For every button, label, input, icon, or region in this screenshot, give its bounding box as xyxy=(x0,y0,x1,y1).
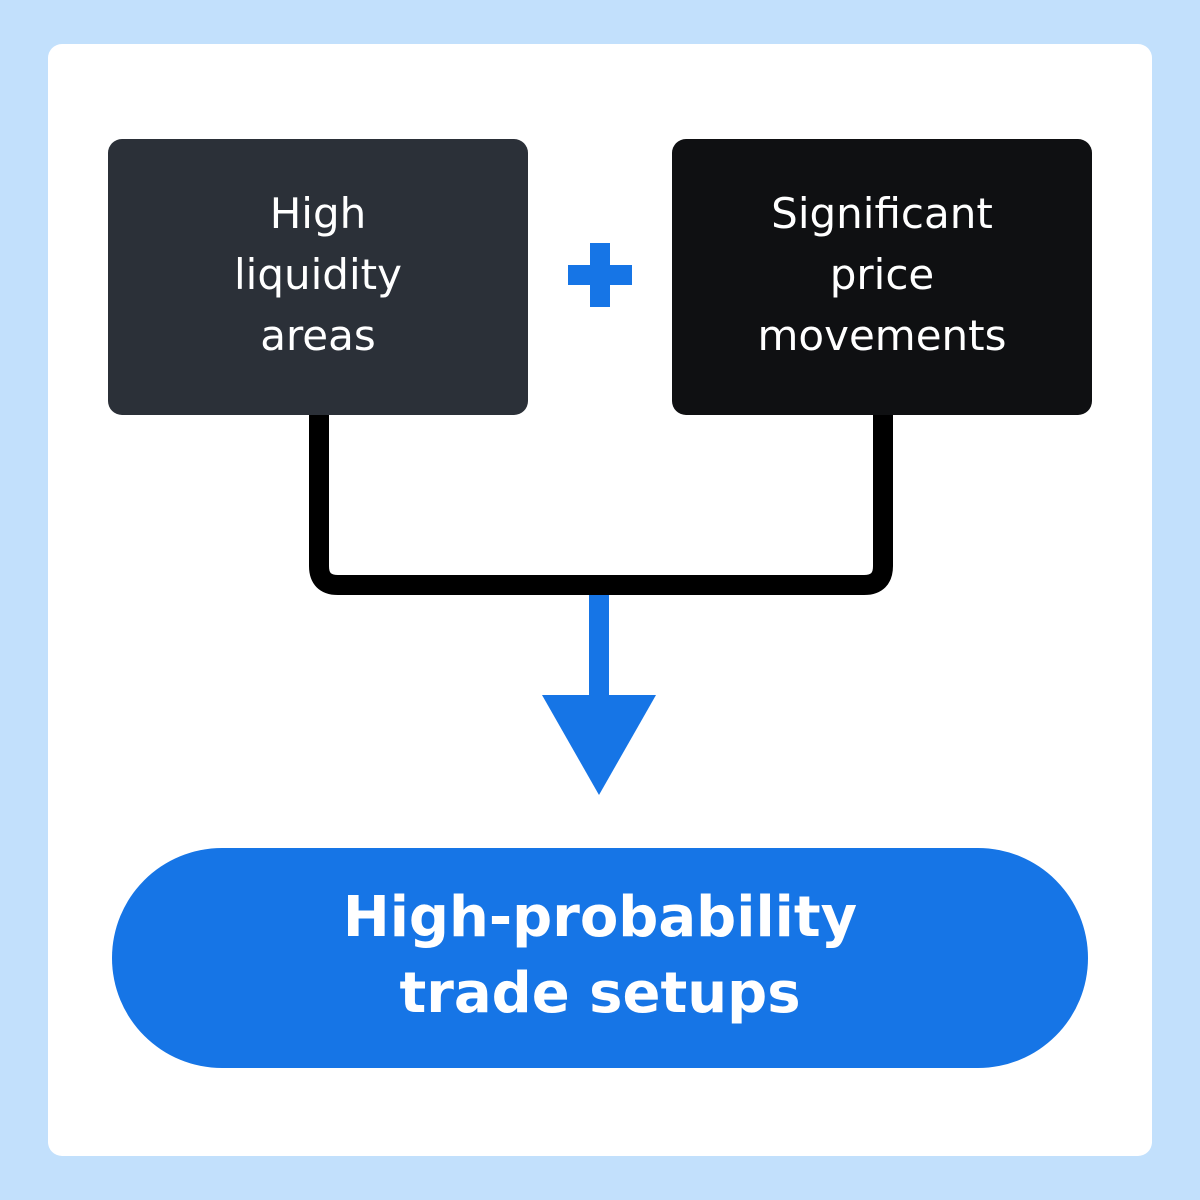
merge-bracket xyxy=(309,414,893,595)
high-liquidity-areas-label: High liquidity areas xyxy=(234,188,402,360)
arrow-down-icon xyxy=(542,695,656,795)
plus-icon xyxy=(568,243,632,307)
arrow-shaft xyxy=(589,595,609,699)
high-liquidity-areas-box: High liquidity areas xyxy=(108,139,528,415)
high-probability-trade-setups-pill: High-probability trade setups xyxy=(112,848,1088,1068)
significant-price-movements-box: Significant price movements xyxy=(672,139,1092,415)
significant-price-movements-label: Significant price movements xyxy=(757,188,1007,360)
high-probability-trade-setups-label: High-probability trade setups xyxy=(342,885,858,1026)
